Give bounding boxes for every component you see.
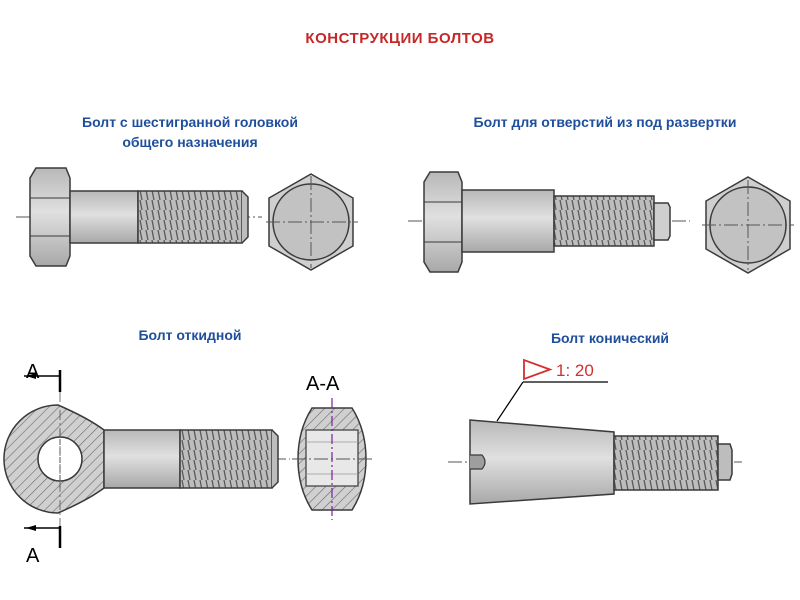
hex-bolt-side-view — [16, 167, 262, 267]
eye-bolt-section-view: А-А — [292, 373, 372, 520]
eye-bolt-caption: Болт откидной — [138, 327, 242, 343]
conical-bolt-slot — [470, 454, 486, 470]
reamer-bolt-side-view — [408, 171, 690, 273]
eye-bolt-shank — [103, 429, 181, 489]
taper-label: 1: 20 — [556, 361, 594, 380]
reamer-bolt-end-view — [702, 176, 794, 274]
hex-bolt-caption-line1: Болт с шестигранной головкой — [82, 114, 298, 130]
conical-bolt-body — [469, 419, 615, 505]
conical-bolt-tip — [717, 443, 733, 481]
eye-bolt-side-view: А А — [3, 361, 290, 567]
reamer-bolt-caption: Болт для отверстий из под развертки — [473, 114, 737, 130]
eye-bolt-thread — [179, 429, 273, 489]
section-title: А-А — [306, 373, 340, 395]
conical-bolt-caption: Болт конический — [550, 330, 670, 346]
hex-bolt-end-view — [266, 173, 358, 271]
hex-bolt-shank — [69, 190, 139, 244]
section-label-top: А — [26, 361, 40, 383]
taper-symbol — [523, 358, 553, 381]
conical-bolt-side-view: 1: 20 — [448, 358, 742, 505]
reamer-bolt-head — [423, 171, 463, 273]
section-label-bottom: А — [26, 545, 40, 567]
hex-bolt-caption-line2: общего назначения — [122, 134, 258, 150]
reamer-bolt-thread — [553, 195, 655, 247]
hex-bolt-caption: Болт с шестигранной головкой общего назн… — [30, 112, 350, 152]
reamer-bolt-shank — [461, 189, 555, 253]
hex-bolt-thread — [137, 190, 243, 244]
reamer-bolt-tip — [653, 202, 671, 241]
conical-bolt-thread — [613, 435, 719, 491]
taper-leader — [496, 381, 524, 422]
page-title: КОНСТРУКЦИИ БОЛТОВ — [305, 30, 495, 47]
hex-bolt-head — [29, 167, 71, 267]
